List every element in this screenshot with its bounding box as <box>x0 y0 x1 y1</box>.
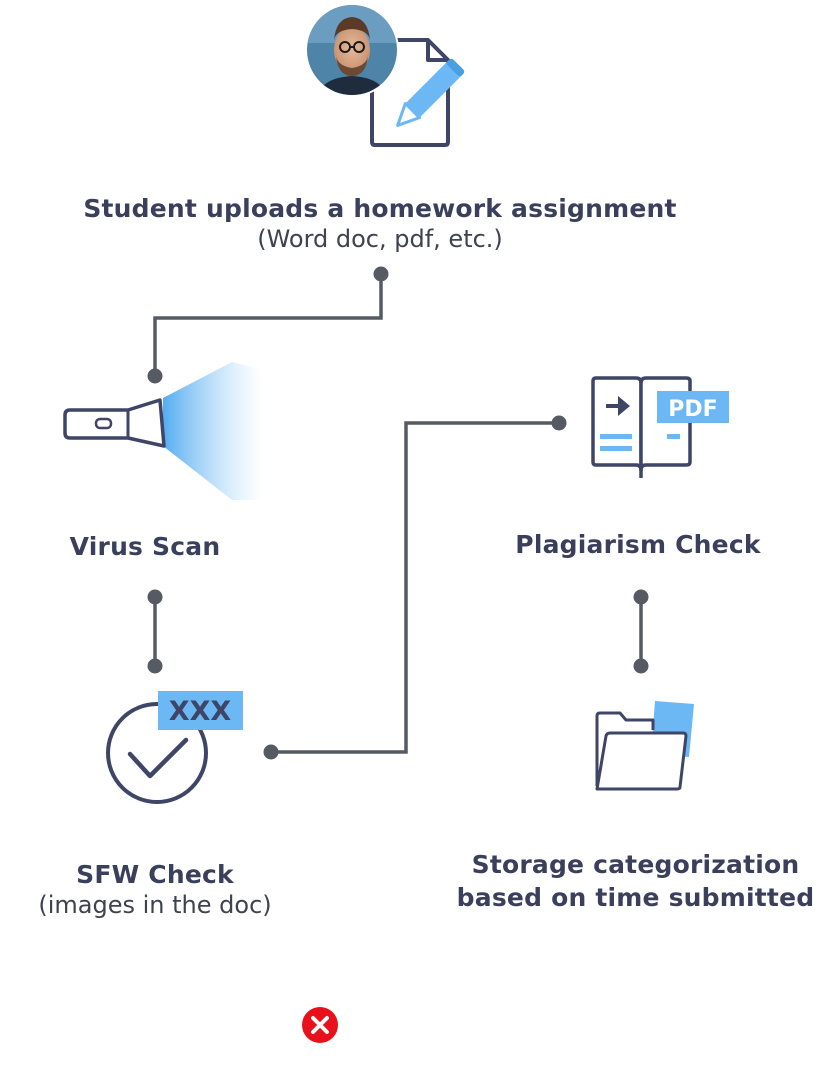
error-icon <box>302 1007 338 1043</box>
book-pdf-icon: PDF <box>591 376 729 478</box>
storage-step-label: Storage categorization based on time sub… <box>440 850 831 912</box>
check-circle-icon: XXX <box>106 691 243 804</box>
storage-title-line2: based on time submitted <box>456 883 815 912</box>
upload-step-label: Student uploads a homework assignment (W… <box>20 194 740 253</box>
connector-virus-scan-to-sfw <box>147 589 163 674</box>
connector-upload-to-virus-scan <box>147 266 389 384</box>
flashlight-icon <box>63 362 262 500</box>
sfw-step-label: SFW Check (images in the doc) <box>5 860 305 919</box>
storage-title-line1: Storage categorization <box>471 850 800 879</box>
xxx-badge-label: XXX <box>169 696 232 727</box>
sfw-title: SFW Check <box>76 860 234 889</box>
virus-scan-title: Virus Scan <box>69 532 221 561</box>
folder-icon <box>595 701 694 791</box>
avatar <box>305 3 399 97</box>
plagiarism-title: Plagiarism Check <box>515 530 761 559</box>
sfw-subtitle: (images in the doc) <box>38 891 272 919</box>
connector-sfw-to-plagiarism <box>263 415 567 760</box>
pdf-badge-label: PDF <box>668 397 717 422</box>
upload-subtitle: (Word doc, pdf, etc.) <box>257 225 503 253</box>
upload-title: Student uploads a homework assignment <box>83 194 677 223</box>
connector-plagiarism-to-storage <box>633 589 649 674</box>
